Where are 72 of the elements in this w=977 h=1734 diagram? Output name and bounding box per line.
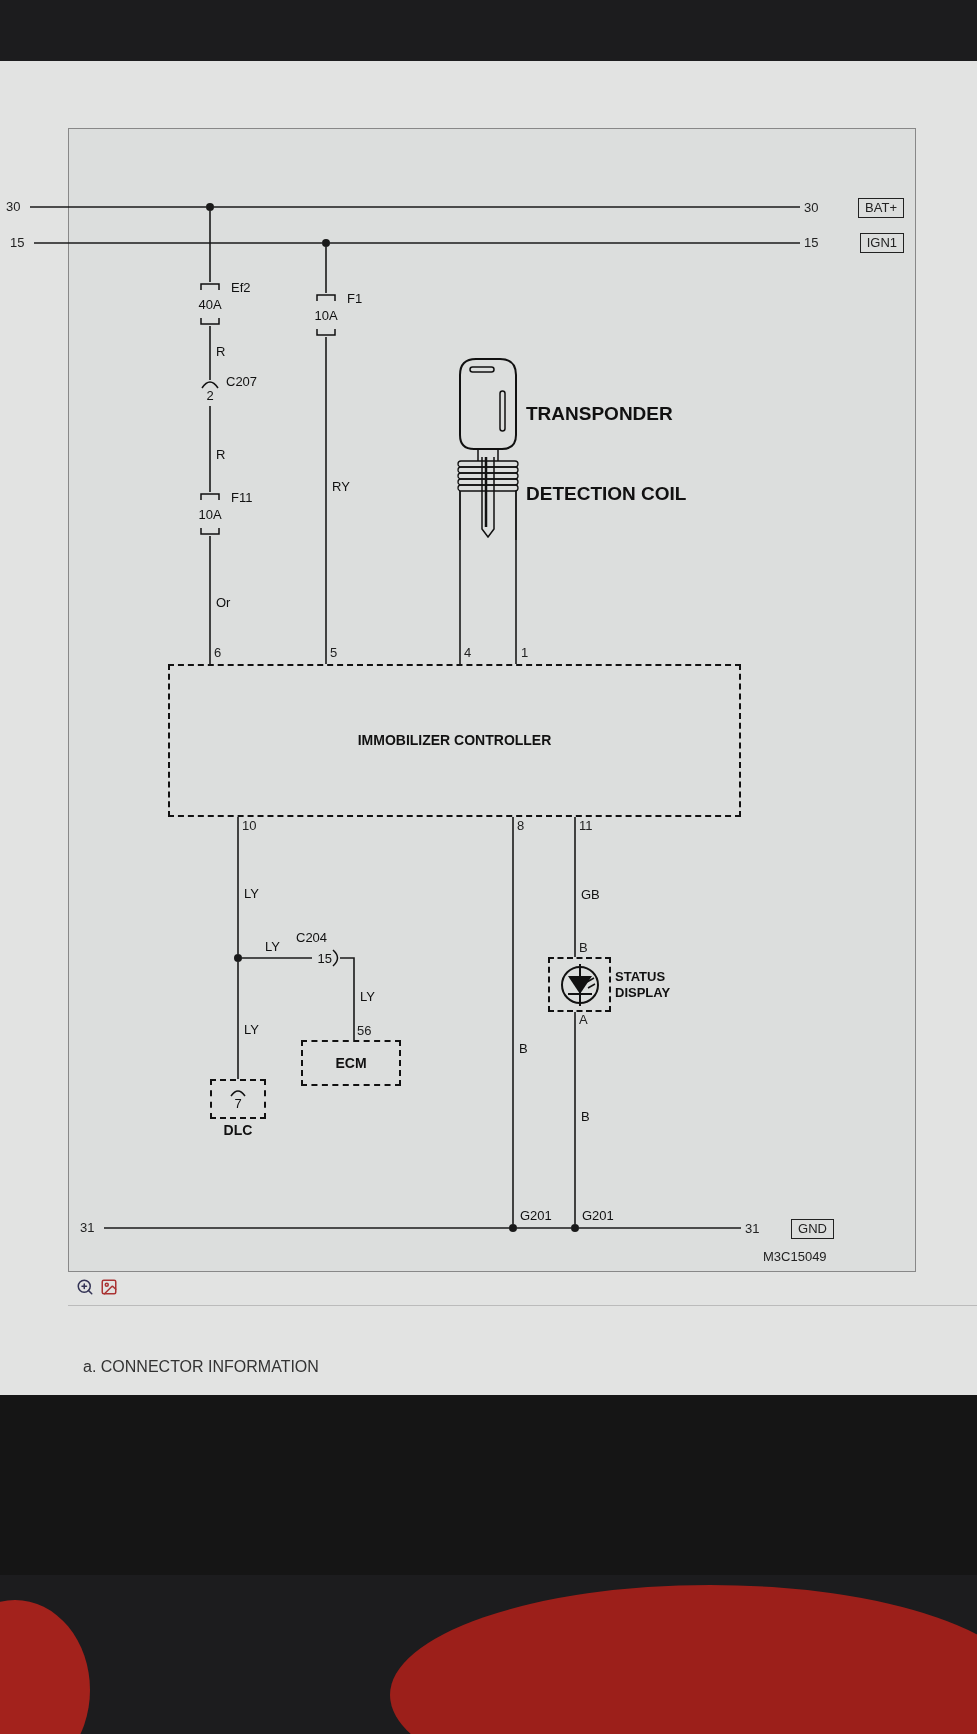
component-code: G201 [582,1207,614,1225]
wire [33,242,323,244]
wire-color-label: GB [580,888,601,901]
wire-color-label: LY [243,887,260,900]
terminal-box: IGN1 [859,233,904,253]
terminal-box: BAT+ [858,198,904,218]
wire [339,957,355,1041]
wire [237,961,239,1080]
wire [574,816,576,958]
component-label: TRANSPONDER [526,402,673,426]
wire-color-label: LY [359,990,376,1003]
module-name: ECM [335,1053,367,1073]
wire [574,1011,576,1225]
pin-number: 15 [317,951,332,965]
wire [459,539,461,665]
component-name: STATUS DISPLAY [615,968,672,1001]
pin-label: 6 [214,646,222,659]
wire [515,539,517,665]
bus-number: 30 [804,199,819,218]
bus-number: 31 [80,1219,104,1237]
wire-color-label: B [518,1042,529,1055]
controller-name: IMMOBILIZER CONTROLLER [357,731,552,750]
bus-number: 31 [745,1220,760,1239]
module-box [301,1040,401,1086]
component-label: DETECTION COIL [526,482,687,506]
bus-number: 15 [10,234,34,252]
connector-name: DLC [223,1123,253,1137]
wire [516,1227,572,1229]
wire [237,816,239,955]
wire [103,1227,510,1229]
pin-label: 5 [330,646,338,659]
bus-number: 30 [6,198,30,216]
wire-color-label: RY [331,480,351,493]
pin-label: 1 [521,646,529,659]
component-code: F11 [231,489,253,507]
wire [329,242,801,244]
pin-label: 10 [242,819,257,832]
pin-label: 4 [464,646,472,659]
wire-color-label: B [580,1110,591,1123]
wire [209,535,211,665]
controller-box [168,664,741,817]
wire [209,325,211,381]
section-heading: a. CONNECTOR INFORMATION [83,1357,319,1377]
pin-label: 8 [517,819,525,832]
component-code: F1 [347,290,363,308]
terminal-box: GND [791,1219,834,1239]
component-code: C207 [226,373,258,391]
component-code: G201 [520,1207,552,1225]
pin-label: 56 [357,1024,372,1037]
wire-color-label: R [215,345,227,358]
pin-number: 2 [206,389,214,402]
wire [578,1227,742,1229]
pin-label: A [579,1013,588,1026]
wire [325,336,327,665]
wire-color-label: Or [215,596,232,609]
drawing-number: M3C15049 [763,1250,827,1263]
wire [325,246,327,294]
pin-number: 7 [234,1096,242,1110]
wire-color-label: LY [243,1023,260,1036]
pin-label: B [579,941,588,954]
wire [213,206,801,208]
wire-color-label: R [215,448,227,461]
component-code: Ef2 [231,279,251,297]
wire [29,206,207,208]
wire [241,957,313,959]
wire [209,405,211,493]
component-code: C204 [296,929,328,947]
pin-label: 11 [579,819,593,832]
wire-color-label: LY [264,940,281,953]
wire [512,816,514,1225]
wire [209,210,211,283]
bus-number: 15 [804,234,819,253]
